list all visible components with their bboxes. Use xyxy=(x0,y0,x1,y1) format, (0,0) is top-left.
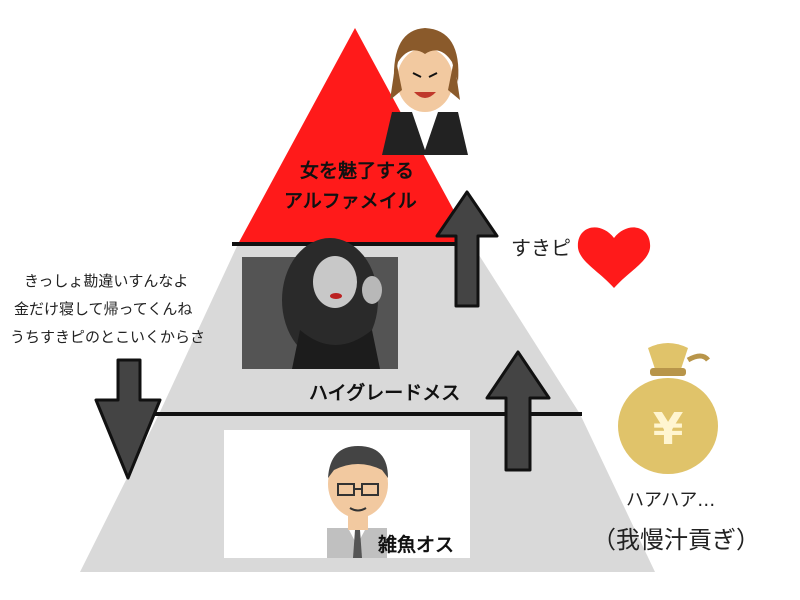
suki-label: すきピ xyxy=(511,236,571,260)
up-arrow-lower xyxy=(485,350,551,472)
down-note-line3: うちすきピのとこいくからさ xyxy=(10,328,206,346)
money-bag-icon: ¥ xyxy=(618,343,718,474)
pyramid-top-tier xyxy=(238,28,472,244)
heart-icon xyxy=(577,227,651,288)
alpha-male-illustration xyxy=(382,28,468,155)
office-man-illustration xyxy=(224,430,470,558)
up-arrow-upper xyxy=(435,190,499,308)
mitsugi-label: （我慢汁貢ぎ） xyxy=(592,526,760,554)
haa-label: ハアハア… xyxy=(626,490,716,511)
middle-tier-label: ハイグレードメス xyxy=(309,382,461,404)
down-note-line1: きっしょ勘違いすんなよ xyxy=(24,272,189,290)
bottom-tier-label: 雑魚オス xyxy=(378,534,455,556)
yen-symbol: ¥ xyxy=(653,404,684,455)
down-note-line2: 金だけ寝して帰ってくんね xyxy=(14,300,193,318)
woman-photo xyxy=(242,238,398,369)
top-tier-label-line1: 女を魅了する xyxy=(300,160,415,182)
down-arrow xyxy=(94,358,162,480)
top-tier-label-line2: アルファメイル xyxy=(284,190,417,212)
